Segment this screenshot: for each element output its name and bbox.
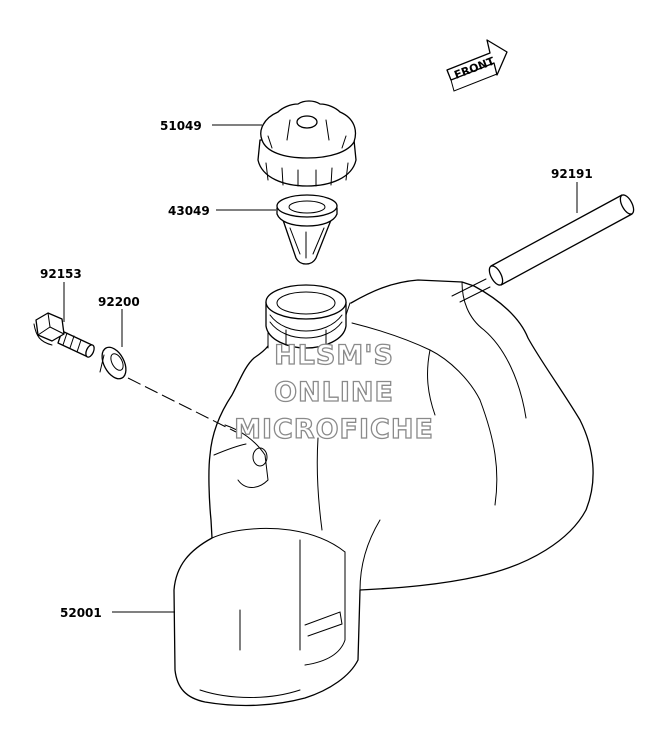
- watermark-line-3: MICROFICHE: [234, 414, 434, 445]
- assembly-line: [127, 377, 237, 433]
- watermark: HLSM'S ONLINE MICROFICHE: [233, 339, 434, 445]
- part-label-51049: 51049: [160, 119, 202, 133]
- fuel-cap: [257, 100, 357, 187]
- part-label-92191: 92191: [551, 167, 593, 181]
- bolt: [33, 312, 95, 358]
- strainer: [276, 194, 338, 265]
- part-label-43049: 43049: [168, 204, 210, 218]
- fuel-hose: [451, 194, 635, 303]
- fuel-tank: [173, 279, 594, 707]
- part-label-92153: 92153: [40, 267, 82, 281]
- leader-lines: [63, 124, 578, 613]
- watermark-line-2: ONLINE: [274, 377, 394, 408]
- front-arrow-icon: FRONT: [446, 39, 508, 92]
- part-label-52001: 52001: [60, 606, 102, 620]
- part-label-92200: 92200: [98, 295, 140, 309]
- watermark-line-1: HLSM'S: [274, 340, 394, 371]
- tank-filler-neck: [265, 284, 347, 349]
- washer: [99, 346, 127, 380]
